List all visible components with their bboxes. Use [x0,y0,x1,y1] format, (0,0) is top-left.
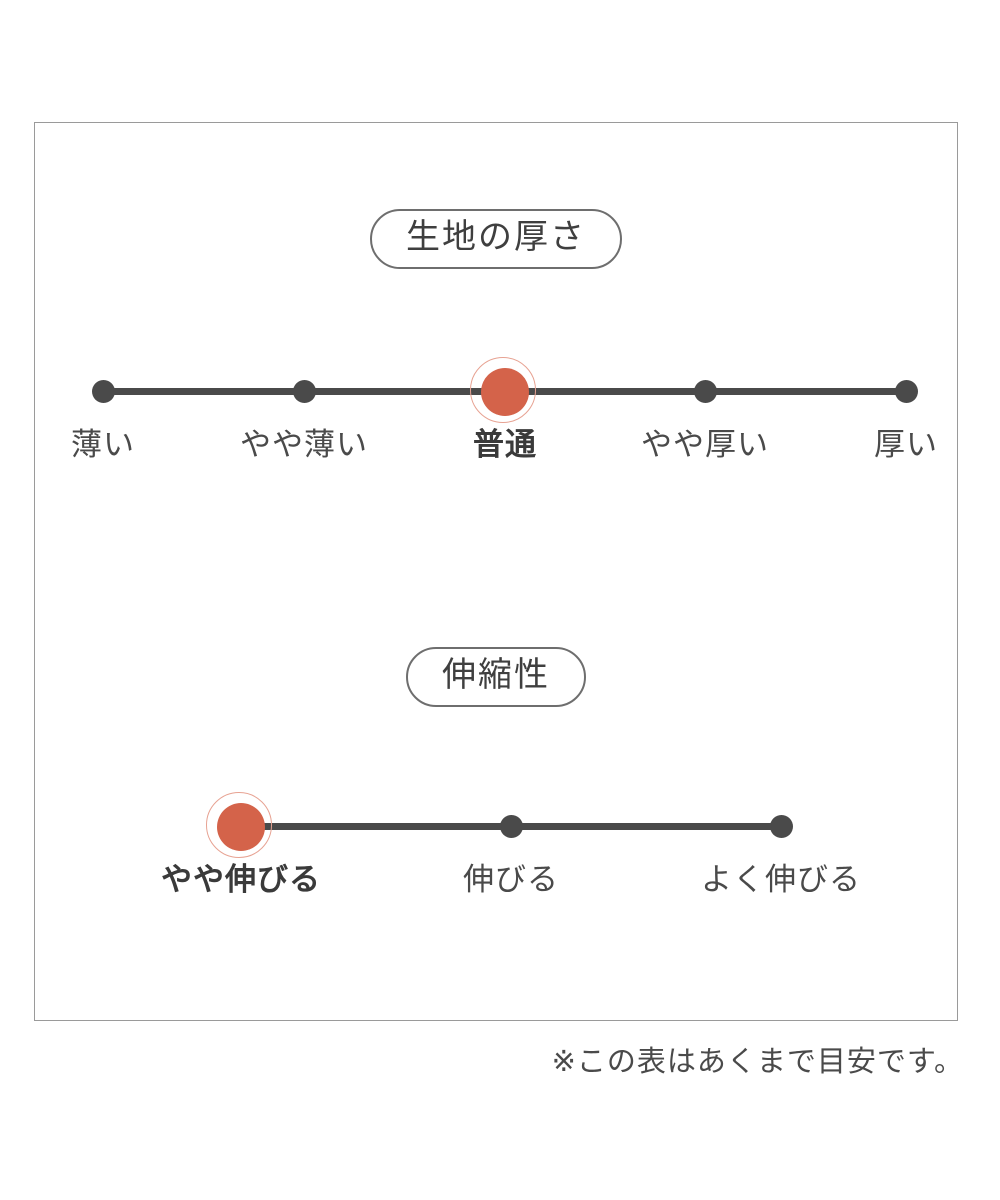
scale-dot-yaya-nobiru[interactable] [206,791,272,858]
scale-dot-yoku-nobiru[interactable] [769,815,793,838]
scale-label-yaya-atsui: やや厚い [641,427,769,462]
scale-label-nobiru: 伸びる [463,862,559,897]
scale-label-atsui: 厚い [874,427,938,462]
scale-label-yaya-usui: やや薄い [240,427,368,462]
scale-label-usui: 薄い [71,427,135,462]
scale-label-yoku-nobiru: よく伸びる [701,862,861,897]
section-title-stretchability: 伸縮性 [406,647,586,708]
scale-fabric-thickness: 薄い やや薄い 普通 やや厚い 厚い [35,338,957,462]
scale-dot-yaya-atsui[interactable] [693,380,717,403]
scale-dot-atsui[interactable] [894,380,918,403]
footnote-disclaimer: ※この表はあくまで目安です。 [551,1046,964,1078]
scale-dot-yaya-usui[interactable] [292,380,316,403]
scale-label-yaya-nobiru: やや伸びる [161,862,321,897]
scale-dot-nobiru[interactable] [499,815,523,838]
scale-dot-futsuu[interactable] [470,356,536,423]
spec-frame: 生地の厚さ 薄い やや薄い 普通 やや厚い 厚い 伸縮性 やや伸びる 伸びる よ… [34,122,958,1021]
section-title-fabric-thickness: 生地の厚さ [370,209,622,270]
scale-stretchability: やや伸びる 伸びる よく伸びる [35,773,957,897]
scale-label-futsuu: 普通 [473,427,537,462]
scale-dot-usui[interactable] [91,380,115,403]
